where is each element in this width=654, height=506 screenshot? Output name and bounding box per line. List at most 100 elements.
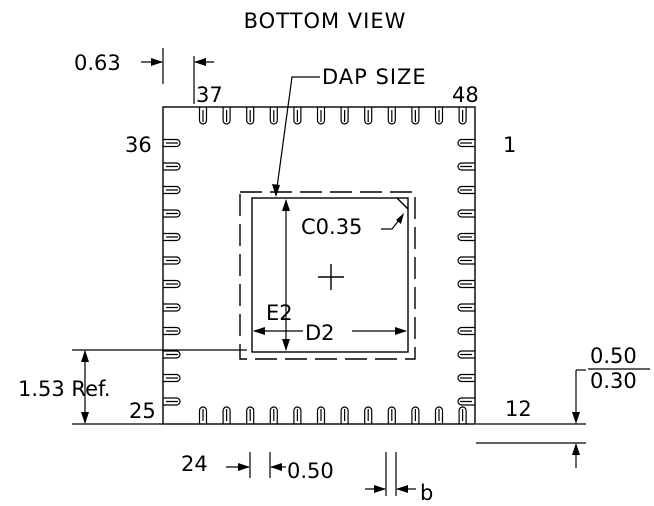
pin-right xyxy=(457,350,475,359)
pin-top xyxy=(246,107,255,125)
pin-top xyxy=(198,107,208,125)
pin-left xyxy=(163,303,181,312)
pin-top xyxy=(340,107,349,125)
pin-bottom xyxy=(269,406,278,424)
pin-bottom xyxy=(434,406,444,424)
pad-length-arrow-up xyxy=(572,443,580,455)
e2-label: E2 xyxy=(266,301,293,325)
e2-dimension: E2 xyxy=(266,199,293,351)
pin-right xyxy=(457,185,475,195)
pad-length-dimension: 0.50 0.30 xyxy=(476,344,650,468)
d2-arrow-right xyxy=(395,327,407,335)
pin-left xyxy=(163,209,181,218)
top-pitch-label: 0.63 xyxy=(74,51,121,75)
pins-right-column xyxy=(457,138,475,406)
e2-arrow-bottom xyxy=(282,339,290,351)
pin-right xyxy=(457,303,475,312)
pin-bottom xyxy=(316,406,326,424)
bottom-pitch-label: 0.50 xyxy=(287,459,334,483)
d2-dimension: D2 xyxy=(253,321,407,345)
pad-width-dimension: b xyxy=(365,452,433,505)
pin-left xyxy=(163,162,181,171)
pin-bottom xyxy=(198,406,208,424)
pin-top xyxy=(269,107,278,125)
pad-length-max-label: 0.50 xyxy=(590,344,637,368)
pad-length-min-label: 0.30 xyxy=(590,369,637,393)
pin-right xyxy=(457,256,475,265)
pin-top xyxy=(387,107,396,125)
dap-size-leader-line xyxy=(275,76,320,196)
pin-right xyxy=(457,209,475,218)
pin-label-48: 48 xyxy=(452,83,479,107)
pin-right xyxy=(457,373,475,383)
pin-bottom xyxy=(458,406,467,424)
dap-outer-dashed-outline xyxy=(239,191,416,360)
d2-arrow-left xyxy=(253,327,265,335)
ref-height-label: 1.53 Ref. xyxy=(18,377,111,401)
top-pitch-arrow-right xyxy=(194,58,206,66)
pin-top xyxy=(411,107,420,125)
pin-top xyxy=(458,107,467,125)
pin-label-12: 12 xyxy=(505,397,532,421)
pin-label-36: 36 xyxy=(125,133,152,157)
e2-arrow-top xyxy=(282,199,290,211)
pin-bottom xyxy=(222,406,231,424)
pin-left xyxy=(163,350,181,359)
pin-bottom xyxy=(246,406,255,424)
d2-label: D2 xyxy=(305,321,335,345)
dap-size-label: DAP SIZE xyxy=(322,65,427,89)
pin-top xyxy=(364,107,373,125)
pin-right xyxy=(457,162,475,171)
pin-top xyxy=(222,107,231,125)
pad-length-arrow-down xyxy=(572,412,580,424)
pin-top xyxy=(316,107,326,125)
pin-bottom xyxy=(293,406,302,424)
pin-bottom xyxy=(411,406,420,424)
pin-right xyxy=(457,397,475,406)
pin-right xyxy=(457,138,475,148)
pin-label-25: 25 xyxy=(129,399,156,423)
pin-label-1: 1 xyxy=(503,133,516,157)
chamfer-label: C0.35 xyxy=(301,215,362,239)
pins-left-column xyxy=(163,138,181,406)
view-title: BOTTOM VIEW xyxy=(244,9,407,33)
bottom-pitch-dimension: 24 0.50 xyxy=(181,452,334,483)
pin-right xyxy=(457,279,475,289)
dap-pad xyxy=(239,191,416,360)
ref-height-dimension: 1.53 Ref. xyxy=(18,349,247,425)
pin-top xyxy=(293,107,302,125)
pin-left xyxy=(163,138,181,148)
pin-label-24: 24 xyxy=(181,452,208,476)
pin-left xyxy=(163,256,181,265)
bottom-pitch-arrow-left xyxy=(238,463,250,471)
top-pitch-dimension: 0.63 xyxy=(74,48,214,104)
pin-left xyxy=(163,373,181,383)
pin-left xyxy=(163,326,181,336)
pins-top-row xyxy=(198,107,467,125)
pad-width-arrow-left xyxy=(374,485,386,493)
pin-left xyxy=(163,232,181,242)
pin-left xyxy=(163,397,181,406)
top-pitch-arrow-left xyxy=(151,58,163,66)
chamfer-arrowhead xyxy=(396,213,404,224)
pin-label-37: 37 xyxy=(196,83,223,107)
pins-bottom-row xyxy=(198,406,467,424)
pin-left xyxy=(163,279,181,289)
pad-width-label: b xyxy=(420,481,433,505)
pin-right xyxy=(457,232,475,242)
dap-chamfer-edge xyxy=(396,197,409,210)
ref-arrow-top xyxy=(81,350,89,362)
dap-inner-outline xyxy=(251,197,409,353)
pin-bottom xyxy=(340,406,349,424)
package-outline xyxy=(162,106,476,425)
pin-left xyxy=(163,185,181,195)
dap-size-arrowhead xyxy=(272,184,280,197)
pin-right xyxy=(457,326,475,336)
pin-bottom xyxy=(387,406,396,424)
pin-bottom xyxy=(364,406,373,424)
pin-top xyxy=(434,107,444,125)
chamfer-callout: C0.35 xyxy=(301,213,404,239)
dap-size-callout: DAP SIZE xyxy=(272,65,427,197)
ref-arrow-bottom xyxy=(81,412,89,424)
